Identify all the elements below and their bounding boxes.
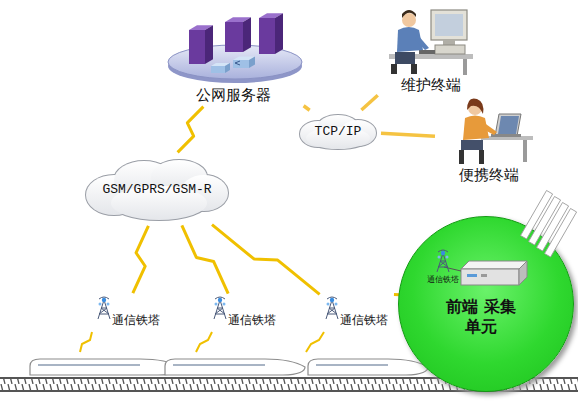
tower-icon [210,296,230,320]
train [30,359,180,375]
maintenance-terminal-icon [383,2,478,76]
wireless-link [133,226,149,293]
node-label: 便携终端 [438,166,539,184]
node-label: GSM/GPRS/GSM-R [102,182,211,197]
portable-terminal-icon [441,94,536,166]
icon [210,296,230,324]
maintenance-terminal: 维护终端 [380,2,481,94]
tower-icon [433,249,453,273]
node-label: 通信铁塔 [112,312,160,329]
icon [380,2,481,76]
node-label: 前端 采集单元 [443,297,519,337]
tower-icon [94,296,114,320]
node-label: 通信铁塔 [340,312,388,329]
train [308,359,428,375]
server-icon [163,4,303,86]
communication-tower: 通信铁塔 [80,296,175,336]
node-label: 维护终端 [380,76,481,94]
train-signal [80,332,324,352]
node-label: 通信铁塔 [419,275,467,285]
acquisition-tower: 通信铁塔 [419,249,467,289]
wireless-link [178,107,204,153]
wireless-cloud: GSM/GPRS/GSM-R [84,155,230,223]
node-label: 公网服务器 [160,86,306,104]
portable-terminal: 便携终端 [438,94,539,184]
network-cloud: TCP/IP [298,112,378,150]
server-node: 公网服务器 [160,4,306,104]
icon [438,94,539,166]
network-link [361,95,377,110]
wireless-link [182,225,228,293]
communication-tower: 通信铁塔 [308,296,398,336]
icon [322,296,342,324]
train [165,359,305,375]
node-label: TCP/IP [315,124,362,139]
communication-tower: 通信铁塔 [196,296,291,336]
train [30,359,428,375]
acquisition-unit-zone: 前端 采集单元 通信铁塔 [398,216,574,392]
icon [419,249,467,275]
network-link [381,133,435,136]
node-label: 通信铁塔 [228,312,276,329]
tower-icon [322,296,342,320]
network-link [304,106,310,110]
wireless-link [212,225,320,295]
icon [160,4,306,86]
icon [94,296,114,324]
